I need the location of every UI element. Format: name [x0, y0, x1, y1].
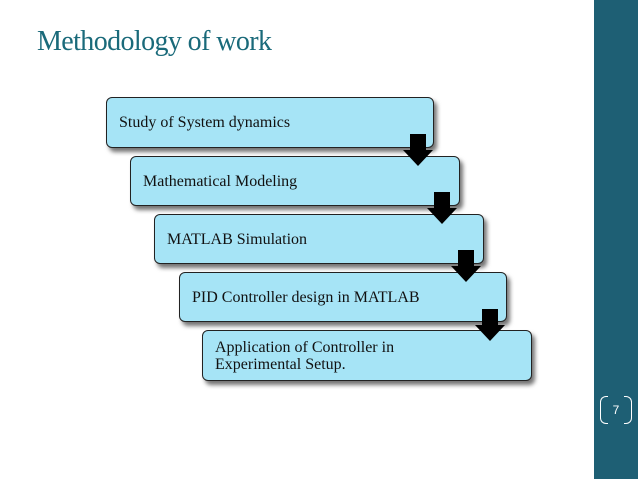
- step-pid-controller-design: PID Controller design in MATLAB: [179, 272, 507, 322]
- step-application-of-controller: Application of Controller in Experimenta…: [202, 330, 532, 381]
- slide-title: Methodology of work: [37, 26, 272, 57]
- step-label: Application of Controller in Experimenta…: [215, 338, 395, 373]
- step-label: Study of System dynamics: [119, 114, 291, 131]
- page-number-right-bracket: [624, 396, 632, 424]
- step-matlab-simulation: MATLAB Simulation: [154, 214, 484, 264]
- step-label: Mathematical Modeling: [143, 172, 298, 190]
- step-study-system-dynamics: Study of System dynamics: [106, 97, 434, 148]
- page-number: 7: [612, 403, 620, 417]
- step-label: MATLAB Simulation: [167, 230, 308, 248]
- down-arrow-icon: [475, 309, 505, 341]
- page-number-left-bracket: [600, 396, 608, 424]
- step-mathematical-modeling: Mathematical Modeling: [130, 156, 460, 206]
- down-arrow-icon: [451, 250, 481, 282]
- down-arrow-icon: [403, 134, 433, 166]
- step-label: PID Controller design in MATLAB: [192, 288, 420, 306]
- down-arrow-icon: [427, 192, 457, 224]
